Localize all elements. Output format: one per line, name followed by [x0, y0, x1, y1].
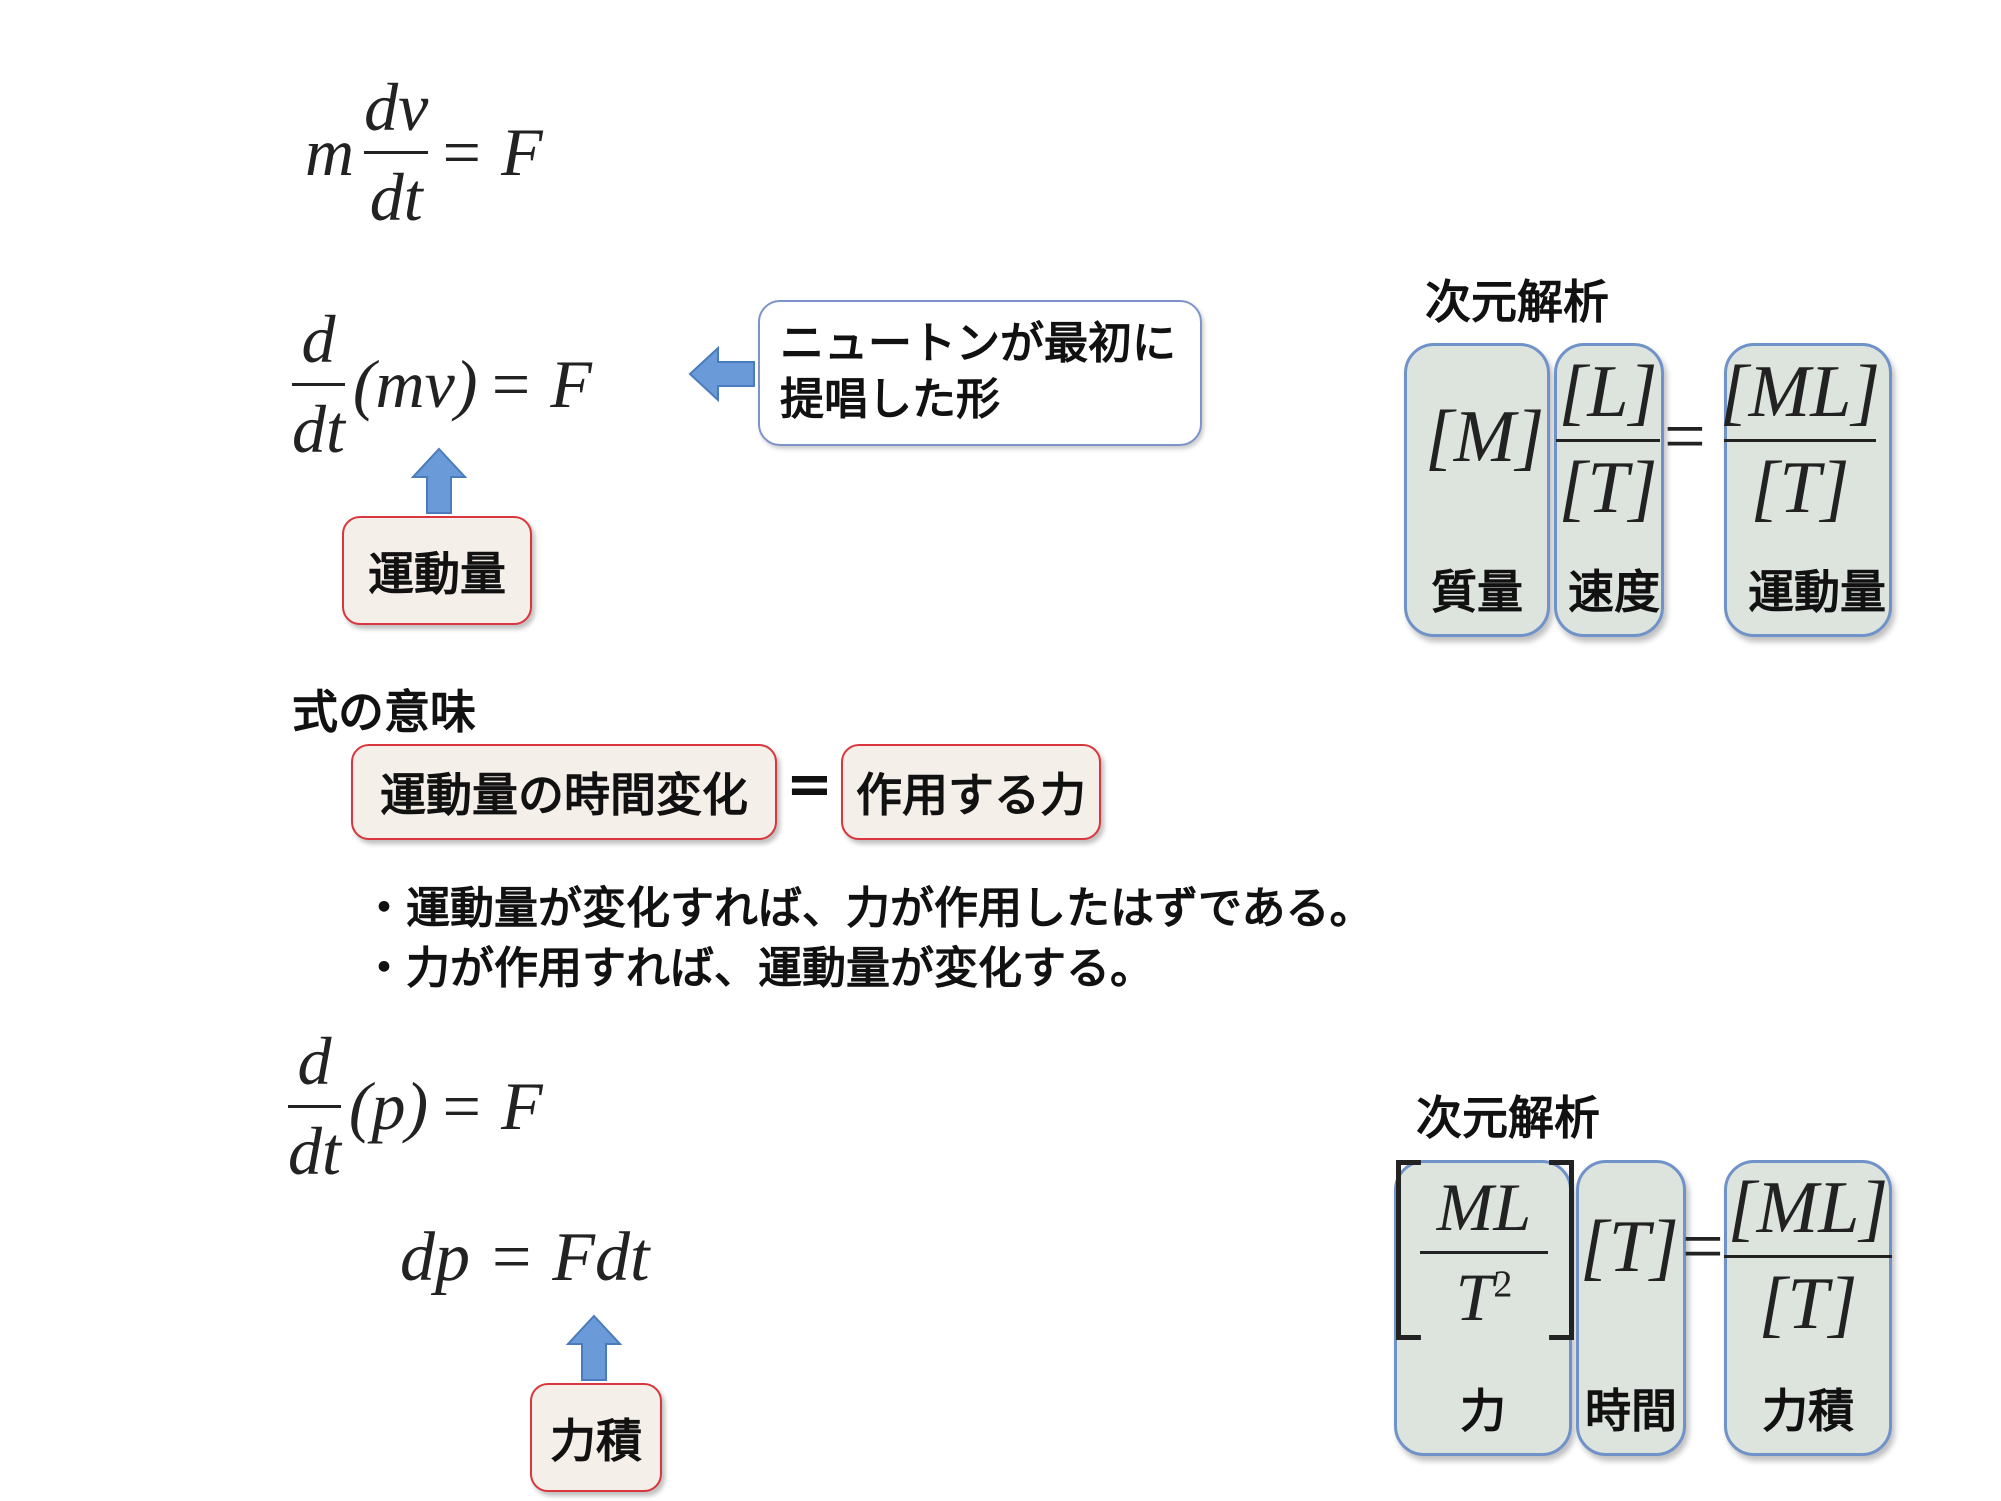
callout-newton-original: ニュートンが最初に 提唱した形	[758, 300, 1202, 446]
dim-mass-expr: [M]	[1425, 396, 1545, 478]
eq-rhs: = F	[438, 114, 543, 190]
dim-box-time: 時間	[1576, 1160, 1686, 1456]
eq-rhs: = F	[438, 1068, 543, 1144]
equation-momentum-form: d dt (mv) = F	[292, 300, 592, 469]
arrow-left-icon	[688, 345, 755, 403]
equation-impulse: dp = Fdt	[400, 1219, 650, 1296]
equation-newton-mass: m dv dt = F	[305, 68, 543, 237]
dim-label: 力積	[1762, 1384, 1854, 1438]
eq-denominator: dt	[292, 391, 345, 467]
frac-den: [T]	[1750, 447, 1850, 529]
callout-line: 提唱した形	[780, 374, 1000, 425]
dimension-analysis-title: 次元解析	[1425, 275, 1609, 329]
arrow-up-icon	[411, 447, 467, 514]
eq-denominator: dt	[369, 159, 423, 235]
frac-num: [ML]	[1719, 351, 1881, 433]
equation-momentum-p: d dt (p) = F	[288, 1022, 543, 1191]
label-momentum: 運動量	[342, 516, 532, 625]
meaning-title: 式の意味	[292, 685, 476, 739]
dim-label: 力	[1460, 1384, 1506, 1438]
frac-den: [T]	[1758, 1263, 1858, 1345]
bullet-text: ・運動量が変化すれば、力が作用したはずである。	[362, 883, 1374, 934]
frac-num: [L]	[1558, 351, 1658, 433]
equals-sign: =	[1682, 1206, 1724, 1288]
eq-body: (mv)	[352, 346, 478, 422]
eq-denominator: dt	[288, 1113, 341, 1189]
meaning-left-box: 運動量の時間変化	[351, 744, 777, 840]
dim-label: 運動量	[1748, 565, 1886, 619]
dim-box-impulse: 力積	[1724, 1160, 1892, 1456]
eq-mass: m	[305, 114, 355, 190]
callout-line: ニュートンが最初に	[780, 318, 1176, 369]
dim-label: 速度	[1568, 565, 1660, 619]
dimension-analysis-title: 次元解析	[1416, 1091, 1600, 1145]
eq-numerator: d	[297, 1023, 332, 1099]
eq-numerator: dv	[364, 69, 429, 145]
dim-box-mass: 質量	[1404, 343, 1550, 637]
dim-label: 時間	[1585, 1384, 1677, 1438]
frac-den: [T]	[1558, 447, 1658, 529]
frac-den: T	[1455, 1259, 1494, 1335]
eq-rhs: = F	[487, 346, 592, 422]
meaning-right-box: 作用する力	[841, 744, 1101, 840]
dim-velocity-frac: [L] [T]	[1556, 350, 1660, 531]
equals-sign: =	[786, 752, 833, 817]
dim-force-frac: ML T2	[1420, 1168, 1548, 1337]
frac-num: [ML]	[1727, 1167, 1889, 1249]
dim-box-velocity: 速度	[1554, 343, 1664, 637]
dim-momentum-frac: [ML] [T]	[1720, 350, 1880, 531]
exponent: 2	[1493, 1263, 1513, 1306]
eq-body: (p)	[348, 1068, 429, 1144]
frac-num: ML	[1436, 1169, 1532, 1245]
dim-impulse-frac: [ML] [T]	[1724, 1166, 1892, 1347]
dim-box-momentum: 運動量	[1724, 343, 1892, 637]
label-impulse: 力積	[530, 1383, 662, 1492]
eq-numerator: d	[301, 301, 336, 377]
dim-label: 質量	[1431, 565, 1523, 619]
dim-time-expr: [T]	[1580, 1206, 1679, 1288]
equals-sign: =	[1664, 396, 1706, 478]
bullet-text: ・力が作用すれば、運動量が変化する。	[362, 943, 1154, 994]
arrow-up-icon	[566, 1314, 622, 1381]
